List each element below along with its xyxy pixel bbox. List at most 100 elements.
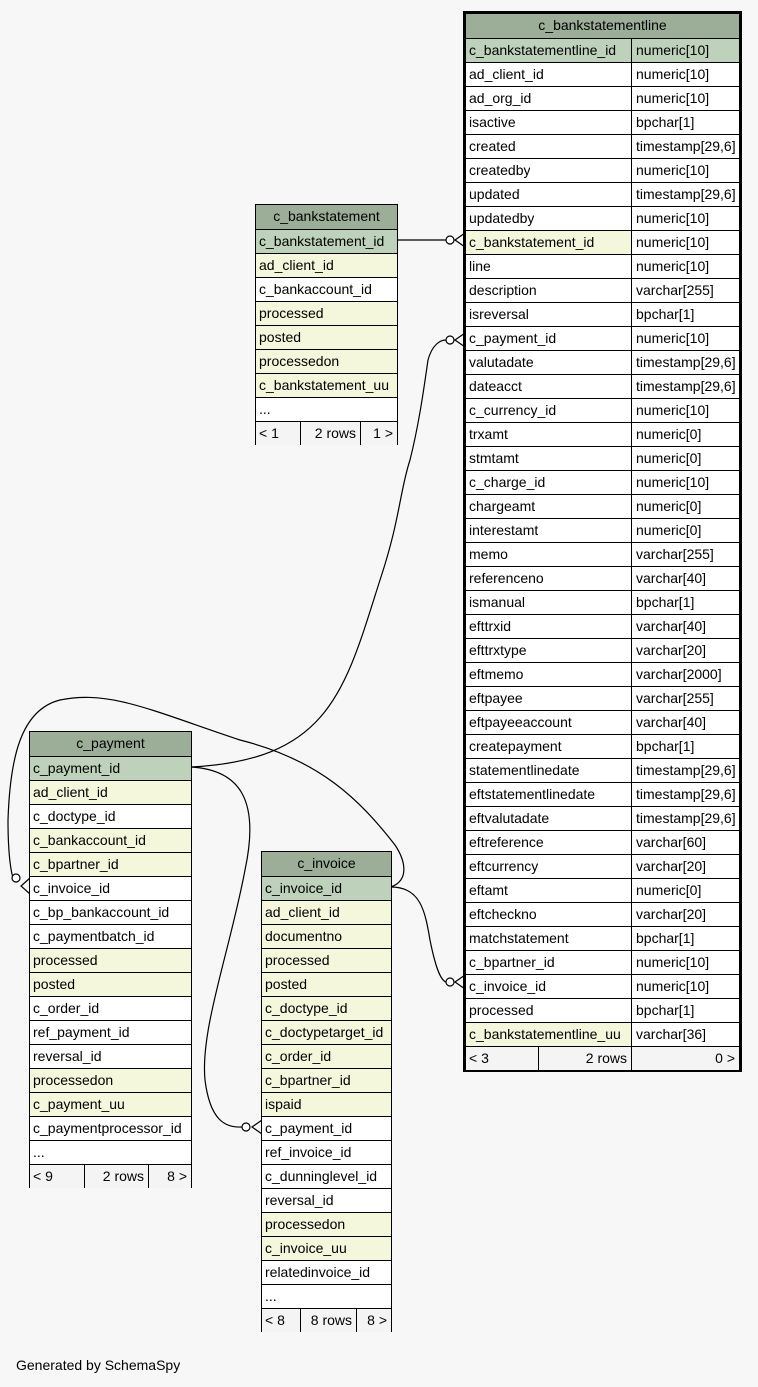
column-row[interactable]: eftvalutadate: [466, 806, 631, 830]
column-row[interactable]: c_charge_id: [466, 470, 631, 494]
column-row[interactable]: c_payment_id: [466, 326, 631, 350]
column-row[interactable]: processedon: [262, 1212, 391, 1236]
next-link[interactable]: 0 >: [631, 1047, 739, 1070]
column-row[interactable]: ad_org_id: [466, 86, 631, 110]
column-row[interactable]: c_bankstatement_id: [256, 229, 397, 253]
column-row[interactable]: c_order_id: [262, 1044, 391, 1068]
column-row[interactable]: ad_client_id: [256, 253, 397, 277]
column-name: statementlinedate: [469, 762, 580, 778]
column-row[interactable]: eftmemo: [466, 662, 631, 686]
column-row[interactable]: c_payment_uu: [30, 1092, 191, 1116]
column-row[interactable]: c_bankstatement_uu: [256, 373, 397, 397]
column-row[interactable]: referenceno: [466, 566, 631, 590]
prev-link[interactable]: < 1: [259, 425, 279, 441]
column-row[interactable]: ad_client_id: [466, 62, 631, 86]
prev-link[interactable]: < 8: [265, 1312, 285, 1328]
column-row[interactable]: eftpayee: [466, 686, 631, 710]
column-row[interactable]: reversal_id: [30, 1044, 191, 1068]
column-row[interactable]: posted: [262, 972, 391, 996]
column-row[interactable]: c_bpartner_id: [262, 1068, 391, 1092]
column-row[interactable]: efttrxtype: [466, 638, 631, 662]
column-row[interactable]: c_invoice_uu: [262, 1236, 391, 1260]
column-row[interactable]: createdby: [466, 158, 631, 182]
column-row[interactable]: c_currency_id: [466, 398, 631, 422]
column-row[interactable]: ismanual: [466, 590, 631, 614]
column-row[interactable]: c_bpartner_id: [466, 950, 631, 974]
column-row[interactable]: isactive: [466, 110, 631, 134]
column-row[interactable]: c_dunninglevel_id: [262, 1164, 391, 1188]
column-row[interactable]: c_doctypetarget_id: [262, 1020, 391, 1044]
column-row[interactable]: statementlinedate: [466, 758, 631, 782]
prev-link[interactable]: < 9: [33, 1168, 53, 1184]
column-row[interactable]: processed: [262, 948, 391, 972]
column-type: numeric[0]: [631, 447, 739, 470]
column-row[interactable]: processedon: [30, 1068, 191, 1092]
column-row[interactable]: c_paymentbatch_id: [30, 924, 191, 948]
column-row[interactable]: processed: [256, 301, 397, 325]
column-row[interactable]: createpayment: [466, 734, 631, 758]
column-row[interactable]: posted: [30, 972, 191, 996]
column-row[interactable]: trxamt: [466, 422, 631, 446]
column-row[interactable]: ad_client_id: [30, 780, 191, 804]
column-row[interactable]: c_invoice_id: [30, 876, 191, 900]
column-row[interactable]: ispaid: [262, 1092, 391, 1116]
column-row[interactable]: c_bankstatement_id: [466, 230, 631, 254]
column-row[interactable]: updated: [466, 182, 631, 206]
generated-by-credit: Generated by SchemaSpy: [16, 1357, 181, 1373]
prev-link[interactable]: < 3: [469, 1050, 489, 1066]
column-row[interactable]: chargeamt: [466, 494, 631, 518]
column-row[interactable]: c_invoice_id: [262, 876, 391, 900]
column-row[interactable]: memo: [466, 542, 631, 566]
column-row[interactable]: eftcheckno: [466, 902, 631, 926]
column-row[interactable]: posted: [256, 325, 397, 349]
column-row[interactable]: isreversal: [466, 302, 631, 326]
column-row[interactable]: c_paymentprocessor_id: [30, 1116, 191, 1140]
column-row[interactable]: interestamt: [466, 518, 631, 542]
column-row[interactable]: eftcurrency: [466, 854, 631, 878]
column-row[interactable]: dateacct: [466, 374, 631, 398]
column-row[interactable]: efttrxid: [466, 614, 631, 638]
column-row[interactable]: valutadate: [466, 350, 631, 374]
column-row[interactable]: c_doctype_id: [30, 804, 191, 828]
column-row[interactable]: documentno: [262, 924, 391, 948]
column-row[interactable]: ref_payment_id: [30, 1020, 191, 1044]
column-row[interactable]: c_order_id: [30, 996, 191, 1020]
column-row[interactable]: processedon: [256, 349, 397, 373]
column-row[interactable]: ad_client_id: [262, 900, 391, 924]
column-row[interactable]: ref_invoice_id: [262, 1140, 391, 1164]
column-row[interactable]: c_bankaccount_id: [30, 828, 191, 852]
next-link[interactable]: 1 >: [360, 422, 397, 445]
column-row[interactable]: c_payment_id: [262, 1116, 391, 1140]
column-row[interactable]: created: [466, 134, 631, 158]
column-row[interactable]: eftreference: [466, 830, 631, 854]
column-row[interactable]: c_bpartner_id: [30, 852, 191, 876]
column-row[interactable]: c_invoice_id: [466, 974, 631, 998]
column-row[interactable]: ...: [30, 1140, 191, 1164]
column-row[interactable]: c_bankstatementline_uu: [466, 1022, 631, 1046]
next-link[interactable]: 8 >: [356, 1309, 391, 1332]
column-row[interactable]: description: [466, 278, 631, 302]
column-row[interactable]: c_bp_bankaccount_id: [30, 900, 191, 924]
column-row[interactable]: eftpayeeaccount: [466, 710, 631, 734]
column-row[interactable]: c_payment_id: [30, 756, 191, 780]
next-link[interactable]: 8 >: [148, 1165, 191, 1188]
column-row[interactable]: ...: [262, 1284, 391, 1308]
column-row[interactable]: updatedby: [466, 206, 631, 230]
column-row[interactable]: eftstatementlinedate: [466, 782, 631, 806]
column-row[interactable]: matchstatement: [466, 926, 631, 950]
column-row[interactable]: line: [466, 254, 631, 278]
column-row[interactable]: c_doctype_id: [262, 996, 391, 1020]
column-row[interactable]: reversal_id: [262, 1188, 391, 1212]
column-row[interactable]: processed: [30, 948, 191, 972]
column-row[interactable]: c_bankstatementline_id: [466, 38, 631, 62]
column-row[interactable]: ...: [256, 397, 397, 421]
column-row[interactable]: c_bankaccount_id: [256, 277, 397, 301]
column-row[interactable]: processed: [466, 998, 631, 1022]
column-row[interactable]: relatedinvoice_id: [262, 1260, 391, 1284]
column-row[interactable]: stmtamt: [466, 446, 631, 470]
column-row[interactable]: eftamt: [466, 878, 631, 902]
